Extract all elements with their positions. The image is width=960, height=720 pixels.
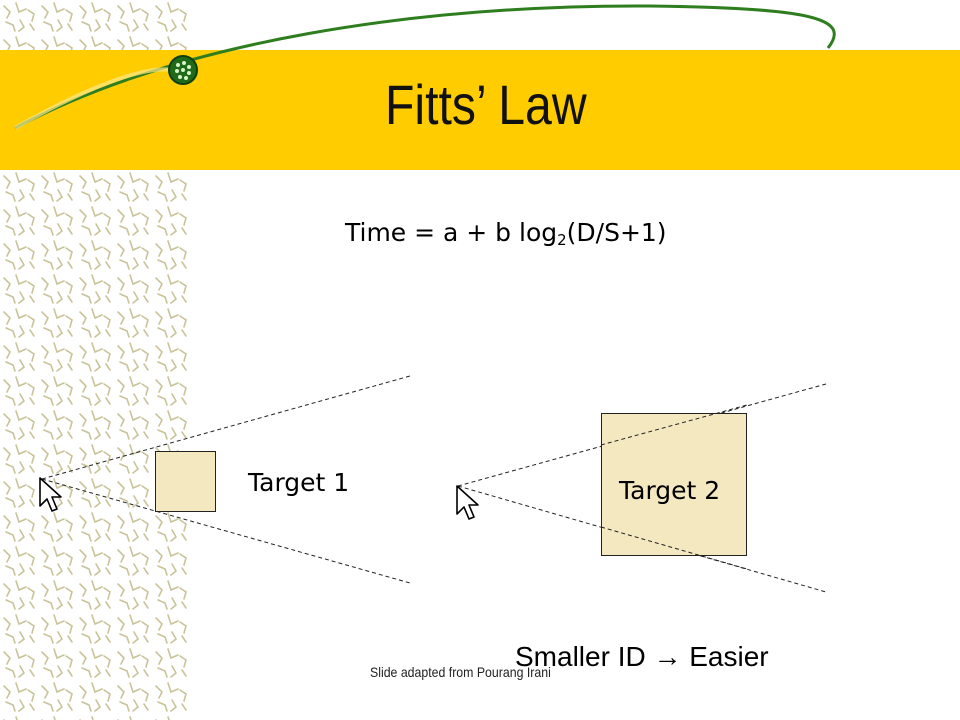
formula-suffix: (D/S+1) — [566, 218, 667, 247]
formula-prefix: Time = a + b log — [345, 218, 558, 247]
sightline-2-lower-over — [600, 526, 748, 570]
target-1-label: Target 1 — [248, 468, 350, 497]
dotted-circle-ornament-icon — [168, 55, 198, 85]
mouse-pointer-icon — [456, 485, 479, 520]
mouse-pointer-icon — [39, 477, 62, 512]
target-2-label: Target 2 — [619, 476, 721, 505]
sightline-1-upper — [41, 375, 411, 480]
target-2-box — [601, 413, 747, 556]
formula-subscript: 2 — [557, 231, 567, 249]
slide-title: Fitts’ Law — [385, 73, 587, 136]
green-swoosh-highlight — [14, 67, 173, 130]
conclusion-text: Smaller ID → Easier — [515, 641, 769, 672]
sightline-1-lower — [41, 478, 411, 584]
target-1-box — [155, 451, 216, 512]
slide-credit: Slide adapted from Pourang Irani — [370, 664, 551, 680]
title-decoration — [14, 4, 836, 130]
sightline-2-upper-over — [600, 404, 748, 446]
fitts-formula: Time = a + b log2(D/S+1) — [345, 218, 667, 249]
